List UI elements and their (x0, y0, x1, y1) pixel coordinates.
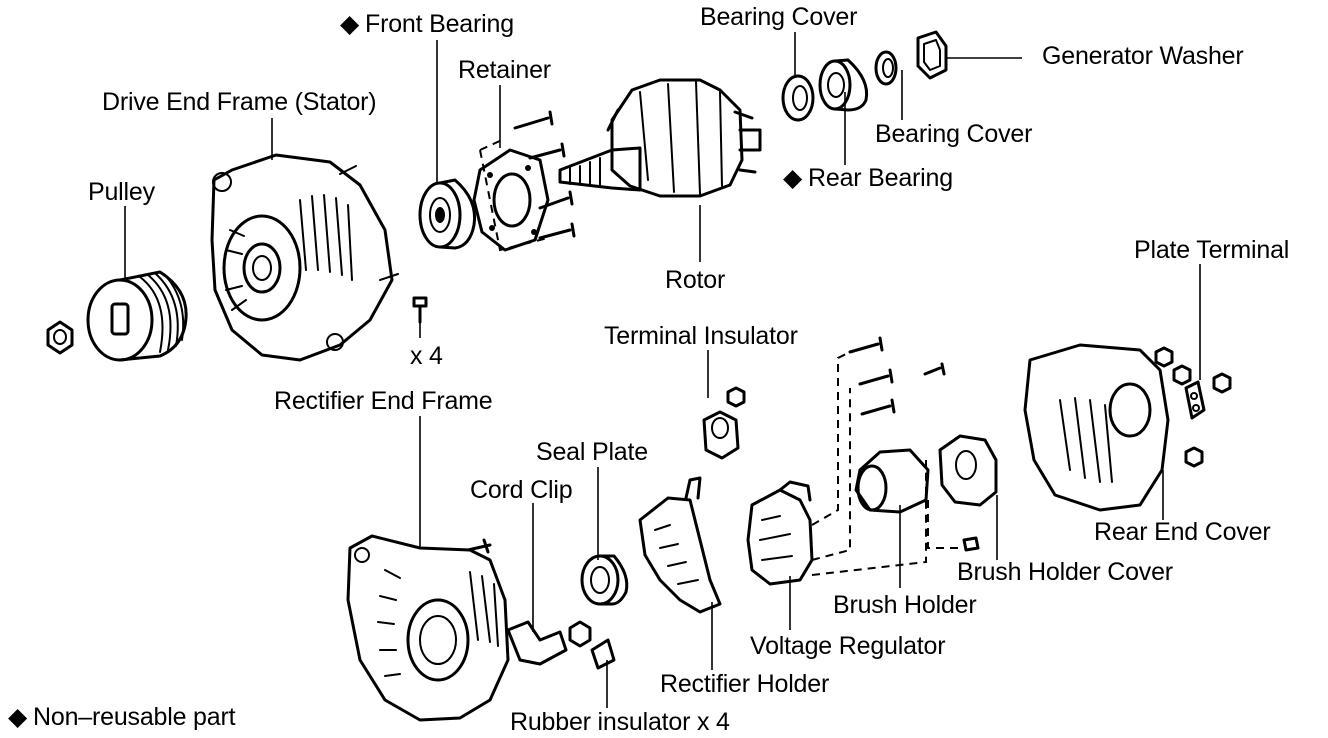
label-rectifier-end-frame: Rectifier End Frame (274, 387, 493, 415)
bearing-cover-small (874, 50, 898, 86)
label-rectifier-holder: Rectifier Holder (660, 670, 830, 698)
voltage-regulator (746, 336, 946, 586)
label-brush-holder-cover: Brush Holder Cover (957, 558, 1173, 586)
seal-plate (580, 554, 629, 606)
non-reusable-marker-icon: ◆ (783, 164, 803, 192)
label-bearing-cover-right: Bearing Cover (875, 120, 1033, 148)
leader-lines (124, 32, 1201, 708)
label-brush-holder: Brush Holder (833, 591, 977, 619)
rotor (558, 78, 762, 198)
label-pulley: Pulley (88, 178, 155, 206)
rubber-insulator (590, 638, 616, 670)
pulley (86, 270, 188, 362)
label-retainer: Retainer (458, 56, 551, 84)
brush-holder-cover (938, 434, 998, 507)
label-generator-washer: Generator Washer (1042, 42, 1244, 70)
generator-washer (916, 30, 948, 80)
label-bearing-cover-top: Bearing Cover (700, 3, 858, 31)
front-bearing (418, 178, 477, 250)
label-front-bearing: ◆Front Bearing (340, 10, 514, 38)
cord-clip (506, 620, 592, 666)
legend-non-reusable: ◆Non–reusable part (8, 703, 236, 731)
retainer (472, 110, 576, 252)
label-voltage-regulator: Voltage Regulator (750, 632, 946, 660)
label-drive-end-frame: Drive End Frame (Stator) (102, 88, 377, 116)
plate-terminal (1184, 372, 1232, 420)
rectifier-end-frame (346, 534, 510, 722)
rear-end-cover (1023, 343, 1204, 512)
label-plate-terminal: Plate Terminal (1134, 236, 1290, 264)
rectifier-holder (638, 476, 722, 614)
non-reusable-marker-icon: ◆ (340, 10, 360, 38)
drive-end-frame (210, 153, 399, 362)
non-reusable-marker-icon: ◆ (8, 703, 28, 731)
pulley-nut (46, 320, 74, 355)
label-rear-end-cover: Rear End Cover (1094, 518, 1271, 546)
brush-holder (854, 448, 980, 552)
bearing-cover-ring (781, 74, 815, 122)
terminal-insulator (702, 386, 746, 460)
label-cord-clip: Cord Clip (470, 476, 573, 504)
label-terminal-insulator: Terminal Insulator (604, 322, 798, 350)
rear-bearing (818, 58, 869, 112)
label-rear-bearing: ◆Rear Bearing (783, 164, 953, 192)
label-x4: x 4 (410, 342, 443, 370)
frame-screw (412, 296, 428, 324)
label-seal-plate: Seal Plate (536, 438, 648, 466)
label-rubber-insulator: Rubber insulator x 4 (510, 708, 730, 736)
label-rotor: Rotor (665, 266, 726, 294)
